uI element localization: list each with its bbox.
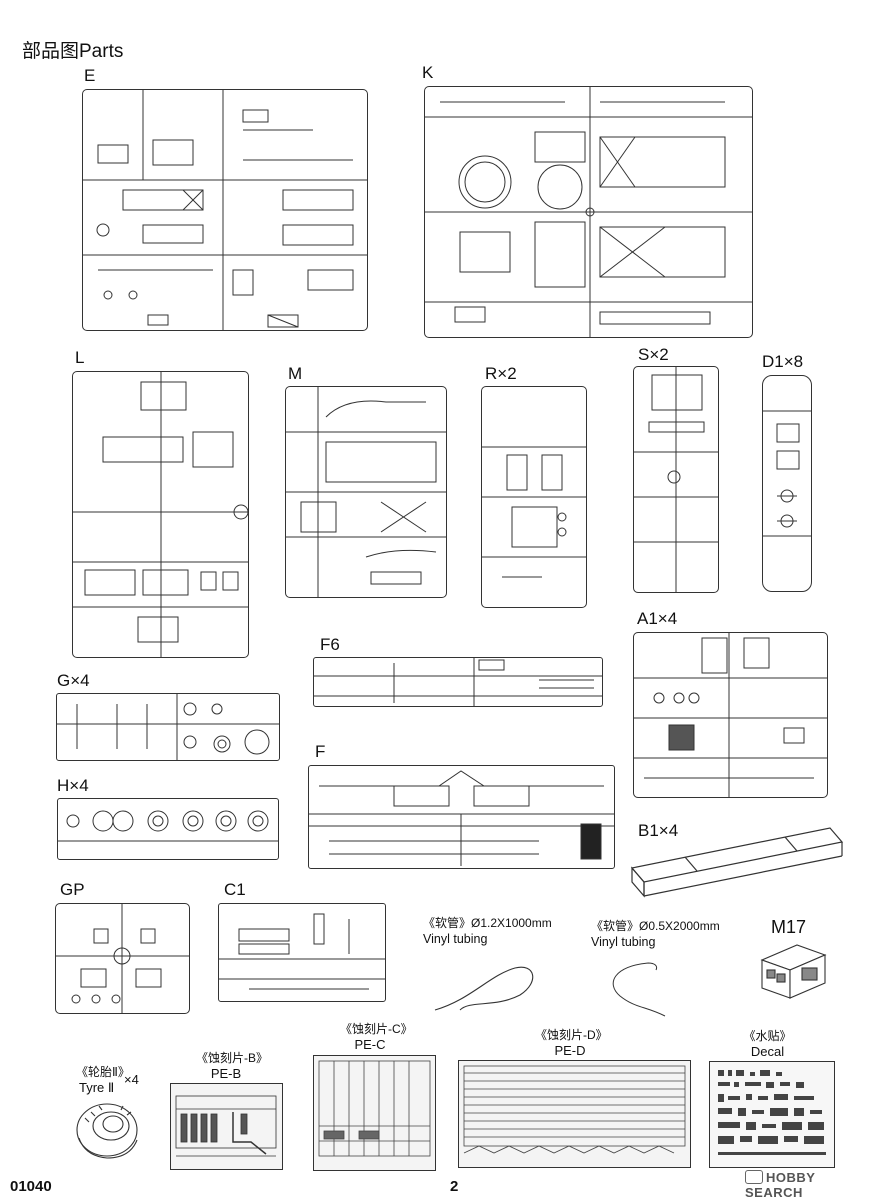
sprue-m-parts — [286, 387, 446, 597]
tubing-2-cn: 《软管》Ø0.5X2000mm — [591, 919, 720, 933]
sprue-label-k: K — [422, 63, 434, 82]
tubing-1-en: Vinyl tubing — [423, 932, 488, 946]
sprue-r — [481, 386, 587, 608]
sprue-f6-parts — [314, 658, 602, 706]
sprue-label-a1: A1×4 — [637, 609, 678, 628]
sprue-label-g: G×4 — [57, 671, 90, 690]
pe-d-fret — [458, 1060, 691, 1168]
sprue-label-m: M — [288, 364, 303, 383]
sprue-l — [72, 371, 249, 658]
sprue-c1-parts — [219, 913, 385, 990]
tubing-2-loop — [612, 962, 666, 1017]
sprue-label-b1: B1×4 — [638, 821, 679, 840]
decal-cn: 《水贴》 — [743, 1029, 792, 1043]
sprue-d1 — [762, 375, 812, 592]
tubing-1-loop — [434, 966, 534, 1011]
sprue-l-parts — [73, 372, 249, 657]
sprue-b1 — [630, 827, 844, 898]
tyre-cn: 《轮胎Ⅱ》 — [76, 1065, 130, 1079]
pe-d-parts — [463, 1065, 686, 1154]
sprue-k-parts — [425, 87, 752, 337]
sprue-s — [633, 366, 719, 593]
pe-b-cn: 《蚀刻片-B》 — [196, 1051, 269, 1065]
sprue-a1-parts — [634, 633, 827, 797]
sprue-label-gp: GP — [60, 880, 85, 899]
sprue-d1-parts — [763, 410, 811, 537]
pe-d-en: PE-D — [554, 1043, 586, 1058]
sprue-label-r: R×2 — [485, 364, 517, 383]
sprue-h — [57, 798, 279, 860]
part-label-m17: M17 — [771, 917, 807, 937]
pe-c-parts — [318, 1060, 431, 1157]
sprue-label-c1: C1 — [224, 880, 246, 899]
sprue-e — [82, 89, 368, 331]
pe-b-en: PE-B — [210, 1066, 242, 1081]
tyre-qty: ×4 — [124, 1072, 139, 1087]
sprue-label-d1: D1×8 — [762, 352, 804, 371]
decal-marks — [718, 1070, 826, 1155]
page-number: 2 — [450, 1178, 459, 1195]
sprue-label-s: S×2 — [638, 345, 669, 364]
sprue-s-parts — [634, 367, 718, 592]
watermark: HOBBY SEARCH — [745, 1170, 869, 1200]
pe-c-fret — [313, 1055, 436, 1171]
sprue-f — [308, 765, 615, 869]
page-title: 部品图Parts — [22, 41, 124, 62]
decal-sheet — [709, 1061, 835, 1168]
sprue-k — [424, 86, 753, 338]
sprue-g — [56, 693, 280, 761]
tyre-en: Tyre Ⅱ — [79, 1080, 115, 1095]
tubing-2-en: Vinyl tubing — [591, 935, 656, 949]
watermark-text: HOBBY SEARCH — [745, 1170, 816, 1200]
pe-b-fret — [170, 1083, 283, 1170]
sprue-a1 — [633, 632, 828, 798]
sprue-label-f6: F6 — [320, 635, 340, 654]
tubing-1-cn: 《软管》Ø1.2X1000mm — [423, 916, 552, 930]
sprue-e-parts — [83, 90, 367, 330]
sprue-f-parts — [309, 770, 614, 866]
sprue-label-l: L — [75, 348, 85, 367]
sprue-label-f: F — [315, 742, 326, 761]
m17-box — [760, 944, 827, 999]
sprue-label-e: E — [84, 66, 96, 85]
tyre-ii — [76, 1103, 138, 1159]
sprue-c1 — [218, 903, 386, 1002]
watermark-logo-icon — [745, 1170, 763, 1184]
pe-b-parts — [175, 1095, 277, 1157]
pe-c-en: PE-C — [354, 1037, 386, 1052]
sprue-h-parts — [58, 810, 278, 842]
sprue-m — [285, 386, 447, 598]
sprue-f6 — [313, 657, 603, 707]
sprue-gp-parts — [56, 904, 189, 1013]
pe-d-cn: 《蚀刻片-D》 — [535, 1028, 608, 1042]
sprue-label-h: H×4 — [57, 776, 89, 795]
sprue-r-parts — [482, 446, 586, 578]
sprue-gp — [55, 903, 190, 1014]
pe-c-cn: 《蚀刻片-C》 — [340, 1022, 413, 1036]
product-code: 01040 — [10, 1178, 52, 1195]
decal-en: Decal — [750, 1044, 785, 1059]
sprue-g-parts — [57, 694, 279, 760]
